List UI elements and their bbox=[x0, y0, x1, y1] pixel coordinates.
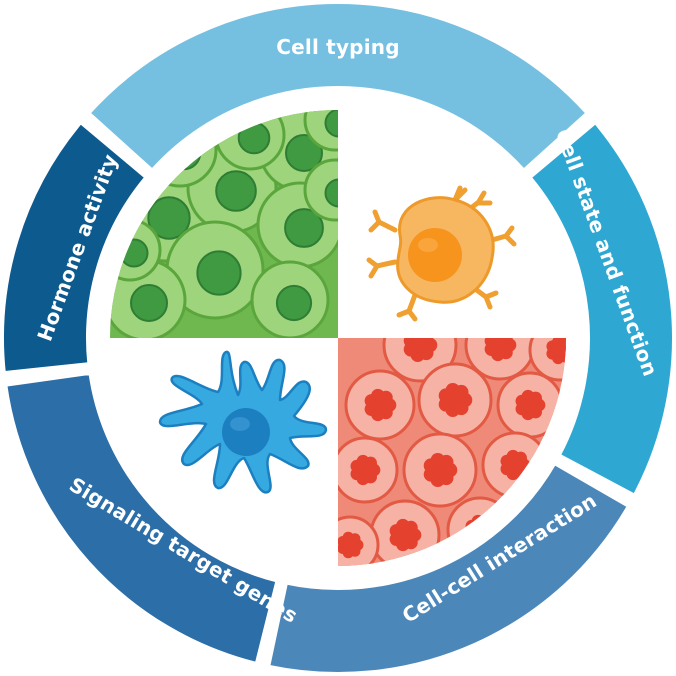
orange-immune-cell-icon bbox=[366, 185, 517, 322]
label-cell-typing: Cell typing bbox=[276, 35, 399, 59]
blue-dendritic-cell-icon bbox=[158, 350, 328, 494]
green-plant-cells-icon bbox=[110, 110, 338, 338]
